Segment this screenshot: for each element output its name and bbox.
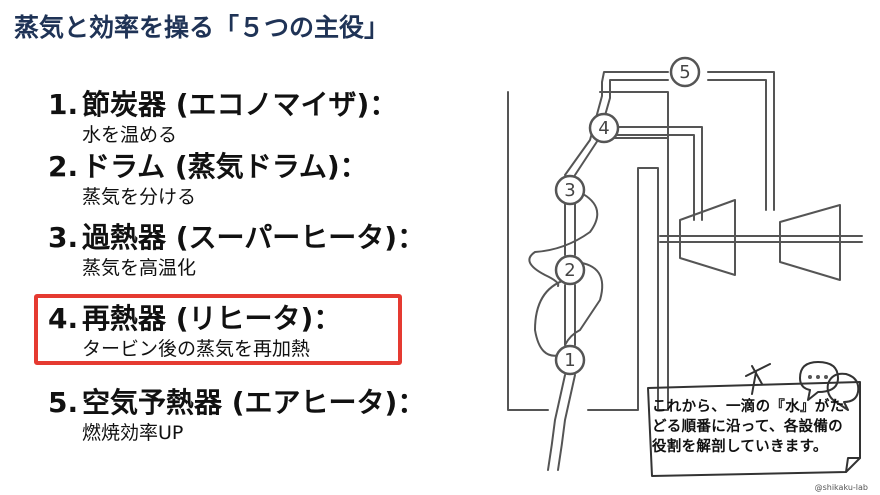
top-duct <box>707 71 775 211</box>
turbine-shaft <box>659 235 863 243</box>
turbine-hp <box>679 199 736 276</box>
note-fold <box>845 457 861 473</box>
serpentine-loop <box>534 261 604 357</box>
speech-bubble-icon <box>826 372 860 411</box>
node-label-2: 2 <box>564 260 575 281</box>
node-circle-3 <box>554 174 586 206</box>
note-line: どる順番に沿って、各設備の <box>652 419 843 435</box>
item-number: 3. <box>48 221 79 254</box>
highlight-box <box>34 294 402 365</box>
credit-text: @shikaku-lab <box>814 483 868 492</box>
item-description: 蒸気を分ける <box>82 186 197 208</box>
list-item-reheater: 4.再熱器 (リヒータ)： タービン後の蒸気を再加熱 <box>48 302 341 361</box>
item-description: タービン後の蒸気を再加熱 <box>82 338 311 360</box>
node-circle-1 <box>554 344 586 376</box>
item-number: 5. <box>48 386 79 419</box>
node-label-3: 3 <box>564 180 575 201</box>
item-description: 燃焼効率UP <box>82 422 184 444</box>
item-description: 水を温める <box>82 124 178 146</box>
item-name: 空気予熱器 (エアヒータ)： <box>82 386 426 419</box>
item-name: 過熱器 (スーパーヒータ)： <box>82 221 426 254</box>
list-item-air-heater: 5.空気予熱器 (エアヒータ)： 燃焼効率UP <box>48 386 425 445</box>
node-circle-2 <box>554 254 586 286</box>
speech-bubble-icon <box>799 361 839 401</box>
boiler-casing <box>507 91 669 411</box>
item-name: 節炭器 (エコノマイザ)： <box>82 88 398 121</box>
note-line: これから、一滴の『水』がた <box>652 399 845 415</box>
item-name: ドラム (蒸気ドラム)： <box>82 150 368 183</box>
note-box <box>647 381 861 477</box>
node-label-1: 1 <box>564 350 575 371</box>
serpentine-loop <box>528 189 599 287</box>
node-circle-5 <box>669 56 701 88</box>
item-name: 再熱器 (リヒータ)： <box>82 302 342 335</box>
node-circle-4 <box>588 112 620 144</box>
list-item-economizer: 1.節炭器 (エコノマイザ)： 水を温める <box>48 88 397 147</box>
riser-pipe-left <box>564 71 669 346</box>
pushpin-icon <box>745 363 771 395</box>
water-inlet-pipe <box>547 374 576 471</box>
note-line: 役割を解剖していきます。 <box>652 439 828 455</box>
turbine-lp <box>779 204 841 281</box>
riser-pipe-right <box>574 79 669 346</box>
list-item-drum: 2.ドラム (蒸気ドラム)： 蒸気を分ける <box>48 150 368 209</box>
reheat-pipe <box>613 126 703 221</box>
note-text: これから、一滴の『水』がた どる順番に沿って、各設備の 役割を解剖していきます。 <box>652 397 862 457</box>
item-number: 4. <box>48 302 79 335</box>
item-number: 2. <box>48 150 79 183</box>
item-number: 1. <box>48 88 79 121</box>
node-label-4: 4 <box>598 118 609 139</box>
item-description: 蒸気を高温化 <box>82 257 197 279</box>
page-title: 蒸気と効率を操る「５つの主役」 <box>14 13 390 42</box>
node-label-5: 5 <box>679 62 690 83</box>
list-item-superheater: 3.過熱器 (スーパーヒータ)： 蒸気を高温化 <box>48 221 425 280</box>
